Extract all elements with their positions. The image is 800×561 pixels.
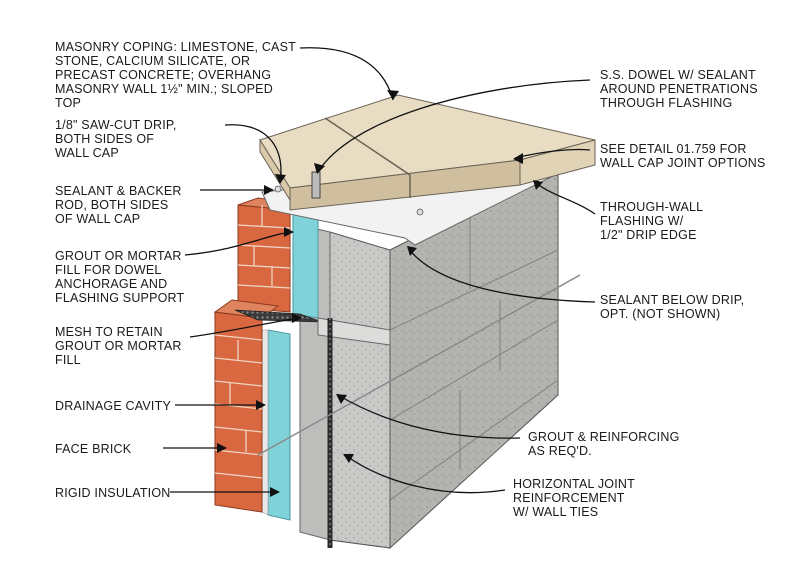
- leader-coping: [299, 47, 394, 101]
- coping-end-face: [519, 139, 596, 186]
- callout-grout-fill: GROUT OR MORTAR FILL FOR DOWEL ANCHORAGE…: [55, 249, 185, 305]
- insulation-upper: [292, 211, 319, 319]
- leader-arrowheads: [217, 90, 543, 497]
- callout-through-wall-flashing: THROUGH-WALL FLASHING W/ 1/2" DRIP EDGE: [600, 200, 704, 242]
- leader-joint-reinf: [344, 454, 506, 494]
- leader-dowel: [317, 79, 591, 173]
- callout-mesh: MESH TO RETAIN GROUT OR MORTAR FILL: [55, 325, 182, 367]
- callout-sealant-backer-rod: SEALANT & BACKER ROD, BOTH SIDES OF WALL…: [55, 184, 182, 226]
- callout-face-brick: FACE BRICK: [55, 442, 132, 456]
- face-brick-upper: [237, 204, 291, 313]
- cmu-step-top: [317, 317, 391, 346]
- callout-drainage-cavity: DRAINAGE CAVITY: [55, 399, 171, 413]
- ss-dowel: [311, 171, 321, 199]
- callout-joint-reinforcement: HORIZONTAL JOINT REINFORCEMENT W/ WALL T…: [513, 477, 635, 519]
- callout-ss-dowel: S.S. DOWEL W/ SEALANT AROUND PENETRATION…: [600, 68, 758, 110]
- leader-grout-fill: [184, 231, 293, 256]
- leader-lines: [163, 47, 596, 494]
- callout-grout-reinforcing: GROUT & REINFORCING AS REQ'D.: [528, 430, 680, 458]
- drainage-cavity-strip: [261, 329, 269, 516]
- leader-saw-cut: [224, 124, 282, 184]
- cmu-front-face: [329, 231, 391, 549]
- brick-coursing-upper: [237, 205, 291, 289]
- callout-sealant-below-drip: SEALANT BELOW DRIP, OPT. (NOT SHOWN): [600, 293, 745, 321]
- leader-grout-reinf: [337, 394, 521, 439]
- coping-joint: [324, 117, 411, 176]
- callout-rigid-insulation: RIGID INSULATION: [55, 486, 171, 500]
- brick-coursing-lower: [214, 334, 263, 479]
- callout-see-detail: SEE DETAIL 01.759 FOR WALL CAP JOINT OPT…: [600, 142, 766, 170]
- leader-mesh: [189, 317, 301, 338]
- cmu-mortar-joints: [389, 210, 559, 501]
- joint-reinforcement-tie: [257, 274, 581, 456]
- leader-sealant-drip: [407, 247, 596, 303]
- backer-rod: [274, 185, 282, 193]
- callout-saw-cut-drip: 1/8" SAW-CUT DRIP, BOTH SIDES OF WALL CA…: [55, 118, 177, 160]
- callout-coping: MASONRY COPING: LIMESTONE, CAST STONE, C…: [55, 40, 296, 110]
